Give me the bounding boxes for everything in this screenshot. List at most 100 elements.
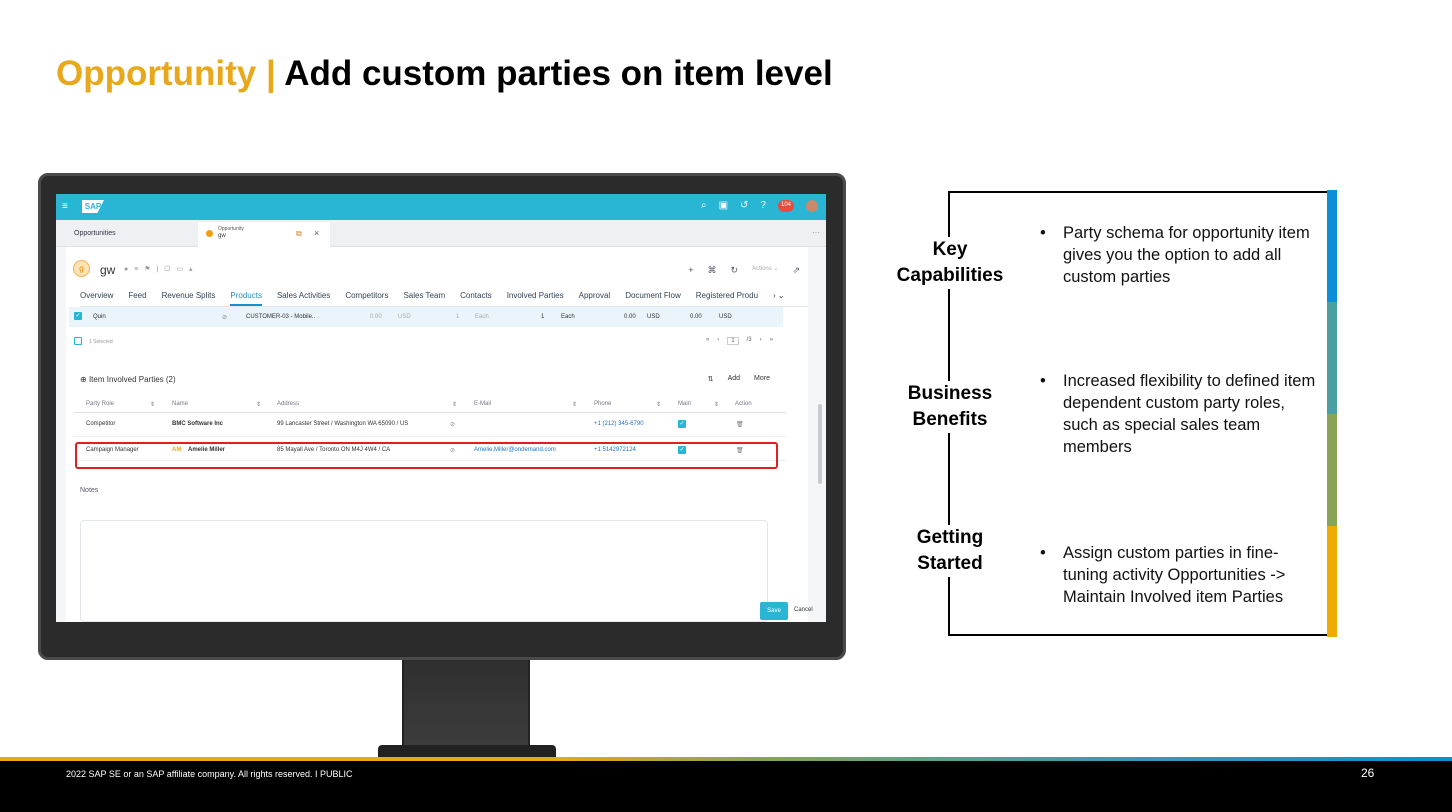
actions-menu[interactable]: Actions ⌄ bbox=[752, 266, 779, 272]
sort-icon[interactable]: ⇕ bbox=[572, 402, 578, 408]
color-bar-gold bbox=[1327, 526, 1337, 637]
link-icon[interactable]: ⊘ bbox=[450, 422, 456, 428]
sap-logo[interactable]: SAP bbox=[82, 200, 104, 213]
feedback-icon[interactable]: ▣ bbox=[718, 200, 729, 211]
heading-line-1: Getting bbox=[916, 527, 984, 548]
heading-business-benefits: Business Benefits bbox=[872, 381, 1028, 433]
tab-feed[interactable]: Feed bbox=[128, 291, 147, 300]
tab-document-flow[interactable]: Document Flow bbox=[625, 291, 681, 300]
scrollbar[interactable] bbox=[818, 404, 822, 484]
tab-sales-activities[interactable]: Sales Activities bbox=[276, 291, 331, 300]
tab-competitors[interactable]: Competitors bbox=[345, 291, 389, 300]
sort-icon[interactable]: ⇕ bbox=[656, 402, 662, 408]
product-amount-1: 0.00 bbox=[370, 314, 382, 320]
current-page-input[interactable]: 1 bbox=[727, 337, 739, 345]
search-icon[interactable]: ⌕ bbox=[700, 200, 707, 211]
tab-approval[interactable]: Approval bbox=[578, 291, 611, 300]
product-row-checkbox[interactable]: ✓ bbox=[74, 312, 82, 320]
highlight-box bbox=[75, 442, 778, 469]
sort-icon[interactable]: ⇅ bbox=[707, 376, 714, 383]
link-icon[interactable]: ⊘ bbox=[450, 448, 456, 454]
col-main[interactable]: Main bbox=[678, 401, 692, 407]
tab-sales-team[interactable]: Sales Team bbox=[403, 291, 446, 300]
tab-registered-products[interactable]: Registered Produ bbox=[695, 291, 759, 300]
first-page-icon[interactable]: « bbox=[705, 337, 710, 343]
main-checkbox[interactable]: ✓ bbox=[678, 420, 686, 428]
heading-getting-started: Getting Started bbox=[872, 525, 1028, 577]
table-row[interactable]: Competitor BMC Software Inc 99 Lancaster… bbox=[74, 413, 786, 437]
help-icon[interactable]: ? bbox=[760, 200, 766, 211]
more-icon[interactable]: ··· bbox=[812, 228, 820, 237]
product-customer: CUSTOMER-03 - Mobile.. bbox=[246, 314, 316, 320]
pop-out-icon[interactable]: ⧉ bbox=[296, 229, 302, 238]
party-phone[interactable]: +1 5142972124 bbox=[594, 447, 636, 453]
product-qty-2: 1 bbox=[541, 314, 545, 320]
sort-icon[interactable]: ⇕ bbox=[452, 402, 458, 408]
tab-involved-parties[interactable]: Involved Parties bbox=[506, 291, 564, 300]
party-name[interactable]: BMC Software Inc bbox=[172, 421, 224, 427]
product-row[interactable]: ✓ Quin ⊘ CUSTOMER-03 - Mobile.. 0.00 USD… bbox=[69, 307, 783, 327]
col-email[interactable]: E-Mail bbox=[474, 401, 492, 407]
involved-parties-count: (2) bbox=[165, 375, 176, 384]
tab-products[interactable]: Products bbox=[230, 291, 262, 306]
notes-input[interactable] bbox=[80, 520, 768, 622]
product-unit-2[interactable]: Each bbox=[561, 314, 575, 320]
heading-line-2: Started bbox=[917, 553, 983, 574]
more-button[interactable]: More bbox=[754, 375, 770, 382]
selection-row: 1 Selected « ‹ 1 /3 › » bbox=[69, 335, 783, 349]
tab-opportunities[interactable]: Opportunities bbox=[74, 230, 116, 237]
user-avatar[interactable] bbox=[806, 200, 818, 212]
notification-badge[interactable]: 104 bbox=[777, 200, 794, 212]
save-button[interactable]: Save bbox=[760, 602, 788, 620]
actions-label: Actions bbox=[752, 266, 772, 272]
col-phone[interactable]: Phone bbox=[594, 401, 612, 407]
link-icon[interactable]: ⊘ bbox=[222, 315, 228, 321]
bullet-icon: • bbox=[1040, 544, 1046, 562]
bullet-text: Party schema for opportunity item gives … bbox=[1063, 224, 1310, 286]
product-qty-1: 1 bbox=[456, 314, 460, 320]
object-avatar: g bbox=[73, 260, 90, 277]
delete-icon[interactable]: 🗑 bbox=[736, 448, 744, 454]
hamburger-menu-icon[interactable]: ≡ bbox=[62, 201, 68, 212]
last-page-icon[interactable]: » bbox=[769, 337, 773, 343]
product-name: Quin bbox=[93, 314, 106, 320]
slide-title: Opportunity | Add custom parties on item… bbox=[56, 54, 833, 94]
footer-copyright: 2022 SAP SE or an SAP affiliate company.… bbox=[66, 769, 353, 779]
party-role: Campaign Manager bbox=[86, 447, 139, 453]
refresh-icon[interactable]: ↻ bbox=[730, 265, 739, 275]
add-party-button[interactable]: Add bbox=[727, 375, 741, 382]
col-name[interactable]: Name bbox=[172, 401, 189, 407]
close-tab-icon[interactable]: × bbox=[314, 228, 320, 238]
footer: 2022 SAP SE or an SAP affiliate company.… bbox=[0, 761, 1452, 812]
col-party-role[interactable]: Party Role bbox=[86, 401, 115, 407]
party-phone[interactable]: +1 (212) 345-6790 bbox=[594, 421, 644, 427]
delete-icon[interactable]: 🗑 bbox=[736, 422, 744, 428]
tabs-scroll-icon[interactable]: › ⌄ bbox=[773, 291, 785, 300]
object-page: g gw ● ≡ ⚑ | ☐ ▭ ▴ + ⌘ ↻ Actions ⌄ ⇗ Ove… bbox=[66, 247, 808, 622]
next-page-icon[interactable]: › bbox=[759, 337, 762, 343]
sort-icon[interactable]: ⇕ bbox=[150, 402, 156, 408]
product-amount-2: 0.00 bbox=[624, 314, 636, 320]
party-name[interactable]: Amelie Miller bbox=[188, 447, 226, 453]
add-icon[interactable]: + bbox=[688, 265, 694, 275]
bullet-text: Assign custom parties in fine-tuning act… bbox=[1063, 544, 1286, 606]
tab-overview[interactable]: Overview bbox=[80, 291, 114, 300]
select-all-checkbox[interactable] bbox=[74, 337, 82, 345]
open-external-icon[interactable]: ⇗ bbox=[792, 265, 800, 275]
sort-icon[interactable]: ⇕ bbox=[714, 402, 720, 408]
tab-revenue-splits[interactable]: Revenue Splits bbox=[161, 291, 216, 300]
col-address[interactable]: Address bbox=[277, 401, 300, 407]
table-row[interactable]: Campaign Manager AM Amelie Miller 85 May… bbox=[74, 437, 786, 461]
product-currency-2: USD bbox=[647, 314, 660, 320]
tab-opportunity-gw[interactable]: Opportunity gw ⧉ × bbox=[198, 222, 330, 247]
sort-icon[interactable]: ⇕ bbox=[256, 402, 262, 408]
cancel-button[interactable]: Cancel bbox=[794, 607, 813, 613]
object-name: gw bbox=[100, 263, 116, 277]
tab-contacts[interactable]: Contacts bbox=[460, 291, 492, 300]
main-checkbox[interactable]: ✓ bbox=[678, 446, 686, 454]
history-icon[interactable]: ↺ bbox=[740, 200, 749, 211]
party-email[interactable]: Amelie.Miller@ondemand.com bbox=[474, 447, 556, 453]
hierarchy-icon[interactable]: ⌘ bbox=[707, 265, 717, 275]
color-bar-blue bbox=[1327, 190, 1337, 302]
prev-page-icon[interactable]: ‹ bbox=[717, 337, 720, 343]
